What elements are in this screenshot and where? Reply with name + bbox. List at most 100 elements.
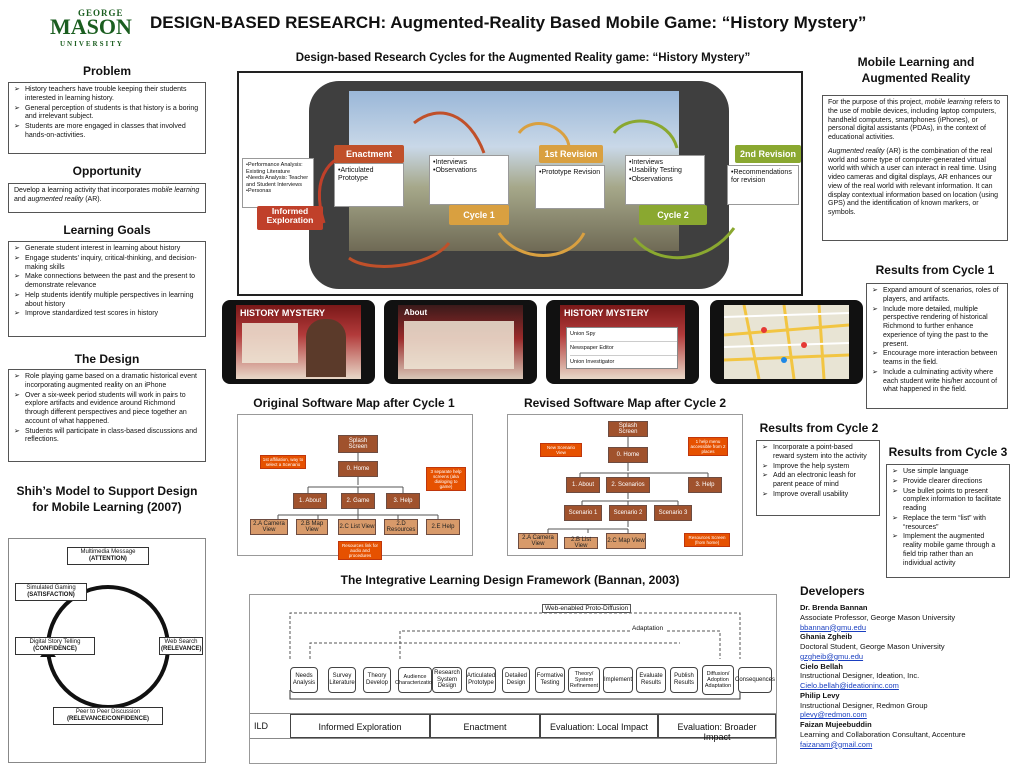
informed-exploration-card: Performance Analysis: Existing Literatur…	[242, 158, 314, 208]
shih-model-diagram: Multimedia Message(ATTENTION) Simulated …	[8, 538, 206, 763]
ild-phase-1: Informed Exploration	[290, 714, 430, 738]
rev-home: 0. Home	[608, 447, 648, 463]
opportunity-box: Develop a learning activity that incorpo…	[8, 183, 206, 213]
email-link[interactable]: Cielo.bellah@ideationinc.com	[800, 681, 899, 690]
orig-note-2: 3 separate help screens (aka dialoging t…	[426, 467, 466, 491]
orig-home: 0. Home	[338, 461, 378, 477]
ild-node-13: Consequences	[735, 667, 775, 693]
email-link[interactable]: bbannan@gmu.edu	[800, 622, 866, 632]
problem-box: History teachers have trouble keeping th…	[8, 82, 206, 154]
mobile-heading: Mobile Learning and Augmented Reality	[857, 55, 975, 86]
rev-about: 1. About	[566, 477, 600, 493]
opportunity-heading: Opportunity	[72, 164, 142, 178]
second-revision-label: 2nd Revision	[735, 145, 801, 163]
rev-note-1: New Scenario View	[540, 443, 582, 457]
rev-camera: 2.A Camera View	[518, 533, 558, 549]
design-heading: The Design	[74, 352, 140, 366]
ild-node-4: Research System Design	[432, 667, 462, 693]
rev-splash: Splash Screen	[608, 421, 648, 437]
informed-exploration-label: Informed Exploration	[257, 206, 323, 230]
cycle2-label: Cycle 2	[639, 205, 707, 225]
gmu-logo: GEORGE MASON UNIVERSITY	[50, 8, 132, 48]
rev-scenarios: 2. Scenarios	[606, 477, 650, 493]
results1-box: Expand amount of scenarios, roles of pla…	[866, 283, 1008, 409]
ild-node-5: Articulated Prototype	[466, 667, 496, 693]
rev-scenario-1: Scenario 1	[564, 505, 602, 521]
email-link[interactable]: plevy@redmon.com	[800, 710, 867, 720]
orig-help-e: 2.E Help	[426, 519, 460, 535]
ild-node-6: Detailed Design	[502, 667, 530, 693]
rev-scenario-3: Scenario 3	[654, 505, 692, 521]
first-revision-card: Prototype Revision	[535, 165, 605, 209]
map-original-diagram: Splash Screen 0. Home 1. About 2. Game 3…	[237, 414, 473, 560]
rev-scenario-2: Scenario 2	[609, 505, 647, 521]
rev-list: 2.B List View	[564, 537, 598, 549]
ild-phase-bar: ILD Informed Exploration Enactment Evalu…	[250, 713, 776, 742]
phone-screenshot-1: HISTORY MYSTERY	[222, 300, 375, 384]
ild-node-2: Theory Develop	[363, 667, 391, 693]
results2-heading: Results from Cycle 2	[759, 421, 879, 435]
orig-help: 3. Help	[386, 493, 420, 509]
rev-map: 2.C Map View	[606, 533, 646, 549]
cycle1-label: Cycle 1	[449, 205, 509, 225]
email-link[interactable]: faizanam@gmail.com	[800, 739, 873, 749]
ild-adaptation-label: Adaptation	[630, 625, 666, 632]
rev-note-3: Resources Screen (from home)	[684, 533, 730, 547]
ild-diagram: Web-enabled Proto-Diffusion Adaptation N…	[249, 594, 777, 764]
orig-resources: 2.D Resources	[384, 519, 418, 535]
enactment-label: Enactment	[334, 145, 404, 163]
shih-heading: Shih’s Model to Support Design for Mobil…	[16, 484, 198, 514]
phone-screen-photo	[349, 91, 679, 251]
orig-splash: Splash Screen	[338, 435, 378, 453]
results2-box: Incorporate a point-based reward system …	[756, 440, 880, 516]
learning-goals-box: Generate student interest in learning ab…	[8, 241, 206, 337]
ild-node-10: Evaluate Results	[636, 667, 666, 693]
rev-help: 3. Help	[688, 477, 722, 493]
learning-goals-heading: Learning Goals	[63, 223, 151, 237]
shih-node-multimedia: Multimedia Message(ATTENTION)	[67, 547, 149, 566]
results3-box: Use simple language Provide clearer dire…	[886, 464, 1010, 578]
developers-list: Dr. Brenda Bannan Associate Professor, G…	[800, 603, 1015, 749]
ild-phase-2: Enactment	[430, 714, 540, 738]
problem-heading: Problem	[82, 64, 131, 78]
ild-node-11: Publish Results	[670, 667, 698, 693]
map-revised-diagram: Splash Screen 0. Home 1. About 2. Scenar…	[507, 414, 743, 556]
developers-heading: Developers	[800, 584, 865, 598]
ild-node-9: Implement	[603, 667, 633, 693]
orig-list: 2.C List View	[338, 519, 376, 535]
cycle-arrows	[318, 111, 736, 268]
shih-node-web: Web Search(RELEVANCE)	[159, 637, 203, 656]
orig-map: 2.B Map View	[296, 519, 328, 535]
mobile-box: For the purpose of this project, mobile …	[822, 95, 1008, 241]
cycles-diagram: Performance Analysis: Existing Literatur…	[237, 71, 803, 296]
ild-heading: The Integrative Learning Design Framewor…	[340, 573, 680, 587]
shih-node-story: Digital Story Telling(CONFIDENCE)	[15, 637, 95, 656]
ild-node-0: Needs Analysis	[290, 667, 318, 693]
ild-phase-0: ILD	[254, 721, 269, 731]
cycle1-notes-card: Interviews Observations	[429, 155, 509, 205]
orig-note-1: 1st affiliation, way to select a Scenari…	[260, 455, 306, 469]
cycle2-notes-card: Interviews Usability Testing Observation…	[625, 155, 705, 205]
ild-node-1: Survey Literature	[328, 667, 356, 693]
ild-diffusion-label: Web-enabled Proto-Diffusion	[542, 604, 632, 613]
ild-node-8: Theory/ System Refinement	[568, 667, 600, 693]
email-link[interactable]: gzgheib@gmu.edu	[800, 651, 864, 661]
map-original-heading: Original Software Map after Cycle 1	[253, 396, 455, 410]
ild-node-7: Formative Testing	[535, 667, 565, 693]
orig-note-3: Resources link for audio and procedures	[338, 541, 382, 560]
phone-screenshot-2: About	[384, 300, 537, 384]
orig-about: 1. About	[293, 493, 327, 509]
ild-node-12: Diffusion/ Adoption Adaptation	[702, 665, 734, 695]
ild-node-3: Audience Characterization	[395, 667, 435, 693]
orig-camera: 2.A Camera View	[250, 519, 288, 535]
phone-screenshot-map	[710, 300, 863, 384]
phone-screenshot-3: HISTORY MYSTERY Union Spy Newspaper Edit…	[546, 300, 699, 384]
design-box: Role playing game based on a dramatic hi…	[8, 369, 206, 462]
ild-phase-4: Evaluation: Broader Impact	[658, 714, 776, 742]
poster-title: DESIGN-BASED RESEARCH: Augmented-Reality…	[150, 13, 867, 32]
results3-heading: Results from Cycle 3	[888, 445, 1008, 459]
orig-game: 2. Game	[341, 493, 375, 509]
results1-heading: Results from Cycle 1	[875, 263, 995, 277]
ild-phase-3: Evaluation: Local Impact	[540, 714, 658, 738]
shih-node-gaming: Simulated Gaming(SATISFACTION)	[15, 583, 87, 602]
